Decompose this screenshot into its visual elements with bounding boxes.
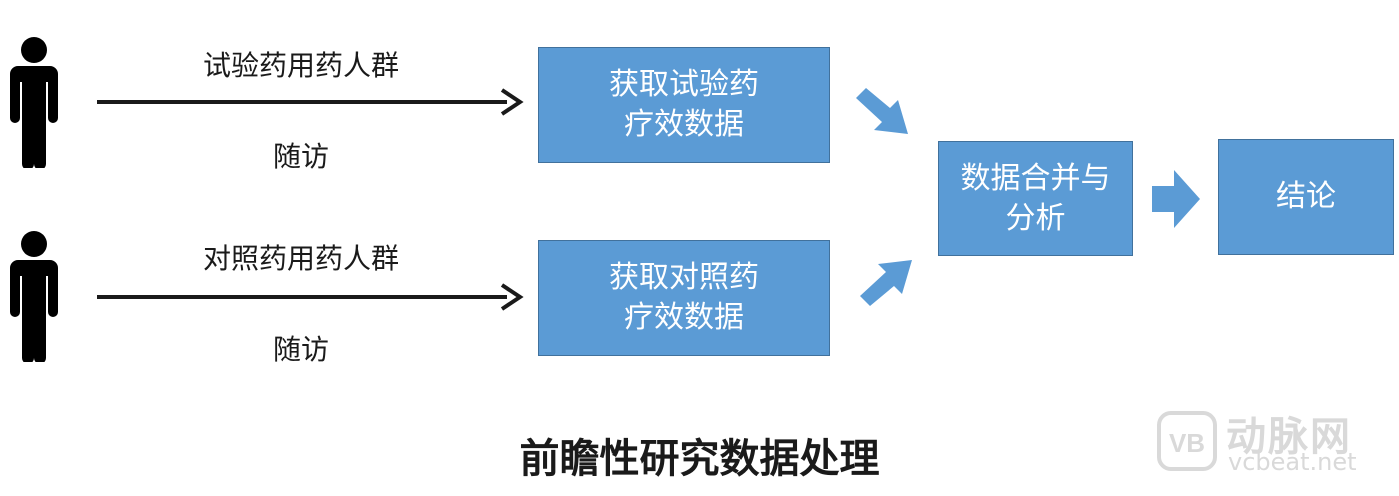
arrow-diagonal-up-icon [860,260,912,306]
bottom-group-box-line1: 获取对照药 [609,260,759,295]
merge-box: 数据合并与 分析 [938,141,1133,256]
arrow-right-icon [500,88,524,116]
bottom-group-box-line2: 疗效数据 [624,300,744,335]
diagram-caption: 前瞻性研究数据处理 [519,436,880,482]
bottom-group-arrow-line [97,295,507,299]
watermark-brand: 动脉网 [1226,414,1352,460]
vb-logo-text: VB [1169,428,1205,458]
merge-box-line1: 数据合并与 [960,160,1111,196]
vb-logo-icon: VB [1157,411,1217,471]
person-icon-top [10,37,58,168]
bottom-group-box: 获取对照药 疗效数据 [538,240,830,356]
bottom-group-label-above: 对照药用药人群 [202,242,400,275]
bottom-group-label-below: 随访 [272,333,330,366]
top-group-label-above: 试验药用药人群 [202,49,400,82]
arrow-diagonal-down-icon [856,88,908,134]
person-icon-bottom [10,231,58,362]
top-group-box-line2: 疗效数据 [624,107,744,142]
top-group-box-line1: 获取试验药 [609,67,759,102]
top-group-box: 获取试验药 疗效数据 [538,47,830,163]
watermark-site: vcbeat.net [1228,448,1357,476]
block-arrow-right-icon [1152,170,1200,228]
arrow-right-icon [500,283,524,311]
watermark: VB 动脉网 vcbeat.net [1156,408,1392,476]
top-group-arrow-line [97,100,507,104]
result-box: 结论 [1218,139,1394,255]
merge-box-line2: 分析 [1005,200,1066,236]
result-box-text: 结论 [1276,179,1336,214]
top-group-label-below: 随访 [272,140,330,173]
